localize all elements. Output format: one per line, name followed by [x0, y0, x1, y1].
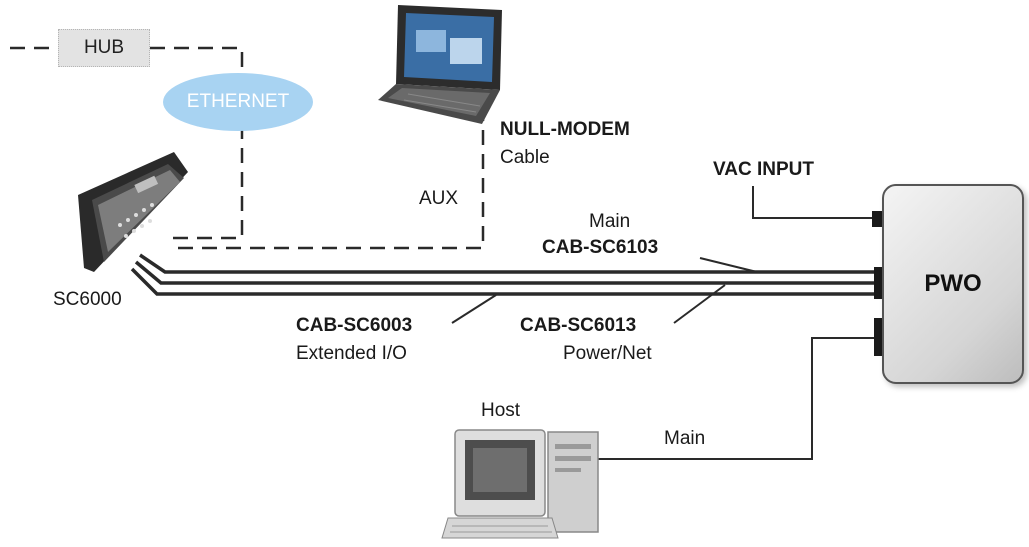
host-label: Host: [481, 400, 521, 421]
pwo-cable-connector: [874, 267, 883, 299]
power-net-label: Power/Net: [563, 343, 652, 364]
sc6000-device-icon: [78, 152, 188, 272]
hub-box: HUB: [58, 29, 150, 67]
host-computer-icon: [441, 429, 599, 539]
vac-input-line: [752, 186, 872, 219]
pwo-label: PWO: [924, 270, 982, 297]
pwo-vac-connector: [872, 211, 883, 227]
host-main-line: [598, 337, 882, 460]
leader-cab-sc6013: [673, 284, 726, 324]
vac-input-label: VAC INPUT: [713, 159, 814, 180]
cable-extended-io: [130, 267, 882, 296]
aux-dashed-link: [170, 106, 485, 250]
cab-sc6103-label: CAB-SC6103: [542, 237, 659, 258]
sc6000-label: SC6000: [53, 289, 122, 310]
cab-sc6013-label: CAB-SC6013: [520, 315, 637, 336]
null-modem-label: NULL-MODEM: [500, 119, 630, 140]
laptop-icon: [378, 5, 502, 124]
hub-label: HUB: [83, 37, 125, 58]
leader-cab-sc6103: [699, 257, 758, 273]
cable-power-net: [134, 260, 882, 285]
ethernet-ellipse: ETHERNET: [163, 73, 313, 131]
main-host-label: Main: [664, 428, 706, 449]
main-top-label: Main: [589, 211, 631, 232]
hub-dashed-link: [10, 46, 244, 240]
extended-io-label: Extended I/O: [296, 343, 407, 364]
leader-cab-sc6003: [451, 294, 497, 324]
pwo-host-connector: [874, 318, 883, 356]
pwo-box: PWO: [882, 184, 1024, 384]
aux-label: AUX: [419, 188, 459, 209]
cable-main: [139, 253, 882, 274]
cable-label: Cable: [500, 147, 550, 168]
ethernet-label: ETHERNET: [186, 91, 290, 112]
cab-sc6003-label: CAB-SC6003: [296, 315, 413, 336]
